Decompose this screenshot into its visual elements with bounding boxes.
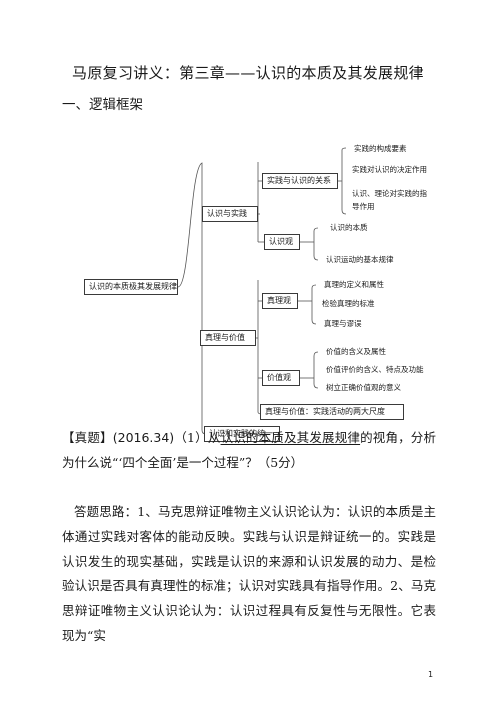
- diagram-leaf: 实践对认识的决定作用: [352, 165, 427, 174]
- diagram-branch-truth-value: 真理与价值: [200, 330, 256, 346]
- section-heading: 一、逻辑框架: [62, 97, 143, 113]
- diagram-node-value-view: 价值观: [262, 370, 300, 386]
- question-underlined-phrase: 认识的本质及其发展规律: [220, 430, 361, 445]
- diagram-node-practice-cognition: 实践与认识的关系: [262, 173, 338, 189]
- diagram-leaf: 真理的定义和属性: [324, 280, 384, 289]
- diagram-leaf: 实践的构成要素: [354, 144, 407, 153]
- question-label: 【真题】: [62, 430, 113, 445]
- page-number: 1: [428, 670, 434, 679]
- question-post: 的视角，分析为什么说“‘四个全面’是一个过程”？（5分）: [62, 430, 436, 470]
- diagram-node-cognition-view: 认识观: [264, 234, 300, 250]
- diagram-leaf: 真理与谬误: [324, 319, 362, 328]
- answer-paragraph: 答题思路：1、马克思辩证唯物主义认识论认为：认识的本质是主体通过实践对客体的能动…: [62, 504, 436, 643]
- document-title: 马原复习讲义：第三章——认识的本质及其发展规律: [72, 64, 424, 82]
- diagram-branch-unity: 认识和实践的统一: [204, 426, 280, 442]
- diagram-leaf: 价值的含义及属性: [326, 347, 386, 356]
- diagram-leaf: 认识、理论对实践的指: [352, 189, 427, 198]
- diagram-leaf: 认识运动的基本规律: [326, 255, 394, 264]
- question-source: (2016.34): [112, 430, 175, 445]
- diagram-leaf: 检验真理的标准: [322, 299, 375, 308]
- diagram-leaf: 树立正确价值观的意义: [326, 383, 401, 392]
- exam-question: 【真题】(2016.34)（1）从认识的本质及其发展规律的视角，分析为什么说“‘…: [62, 426, 436, 476]
- diagram-node-truth-value-scales: 真理与价值：实践活动的两大尺度: [260, 404, 404, 420]
- diagram-branch-cognition-practice: 认识与实践: [202, 206, 258, 222]
- diagram-leaf: 认识的本质: [330, 223, 368, 232]
- diagram-node-truth-view: 真理观: [262, 293, 298, 309]
- diagram-leaf: 价值评价的含义、特点及功能: [326, 365, 424, 374]
- diagram-leaf: 导作用: [352, 202, 375, 211]
- diagram-root: 认识的本质极其发展规律: [84, 279, 178, 295]
- question-pre: （1）从: [174, 430, 221, 445]
